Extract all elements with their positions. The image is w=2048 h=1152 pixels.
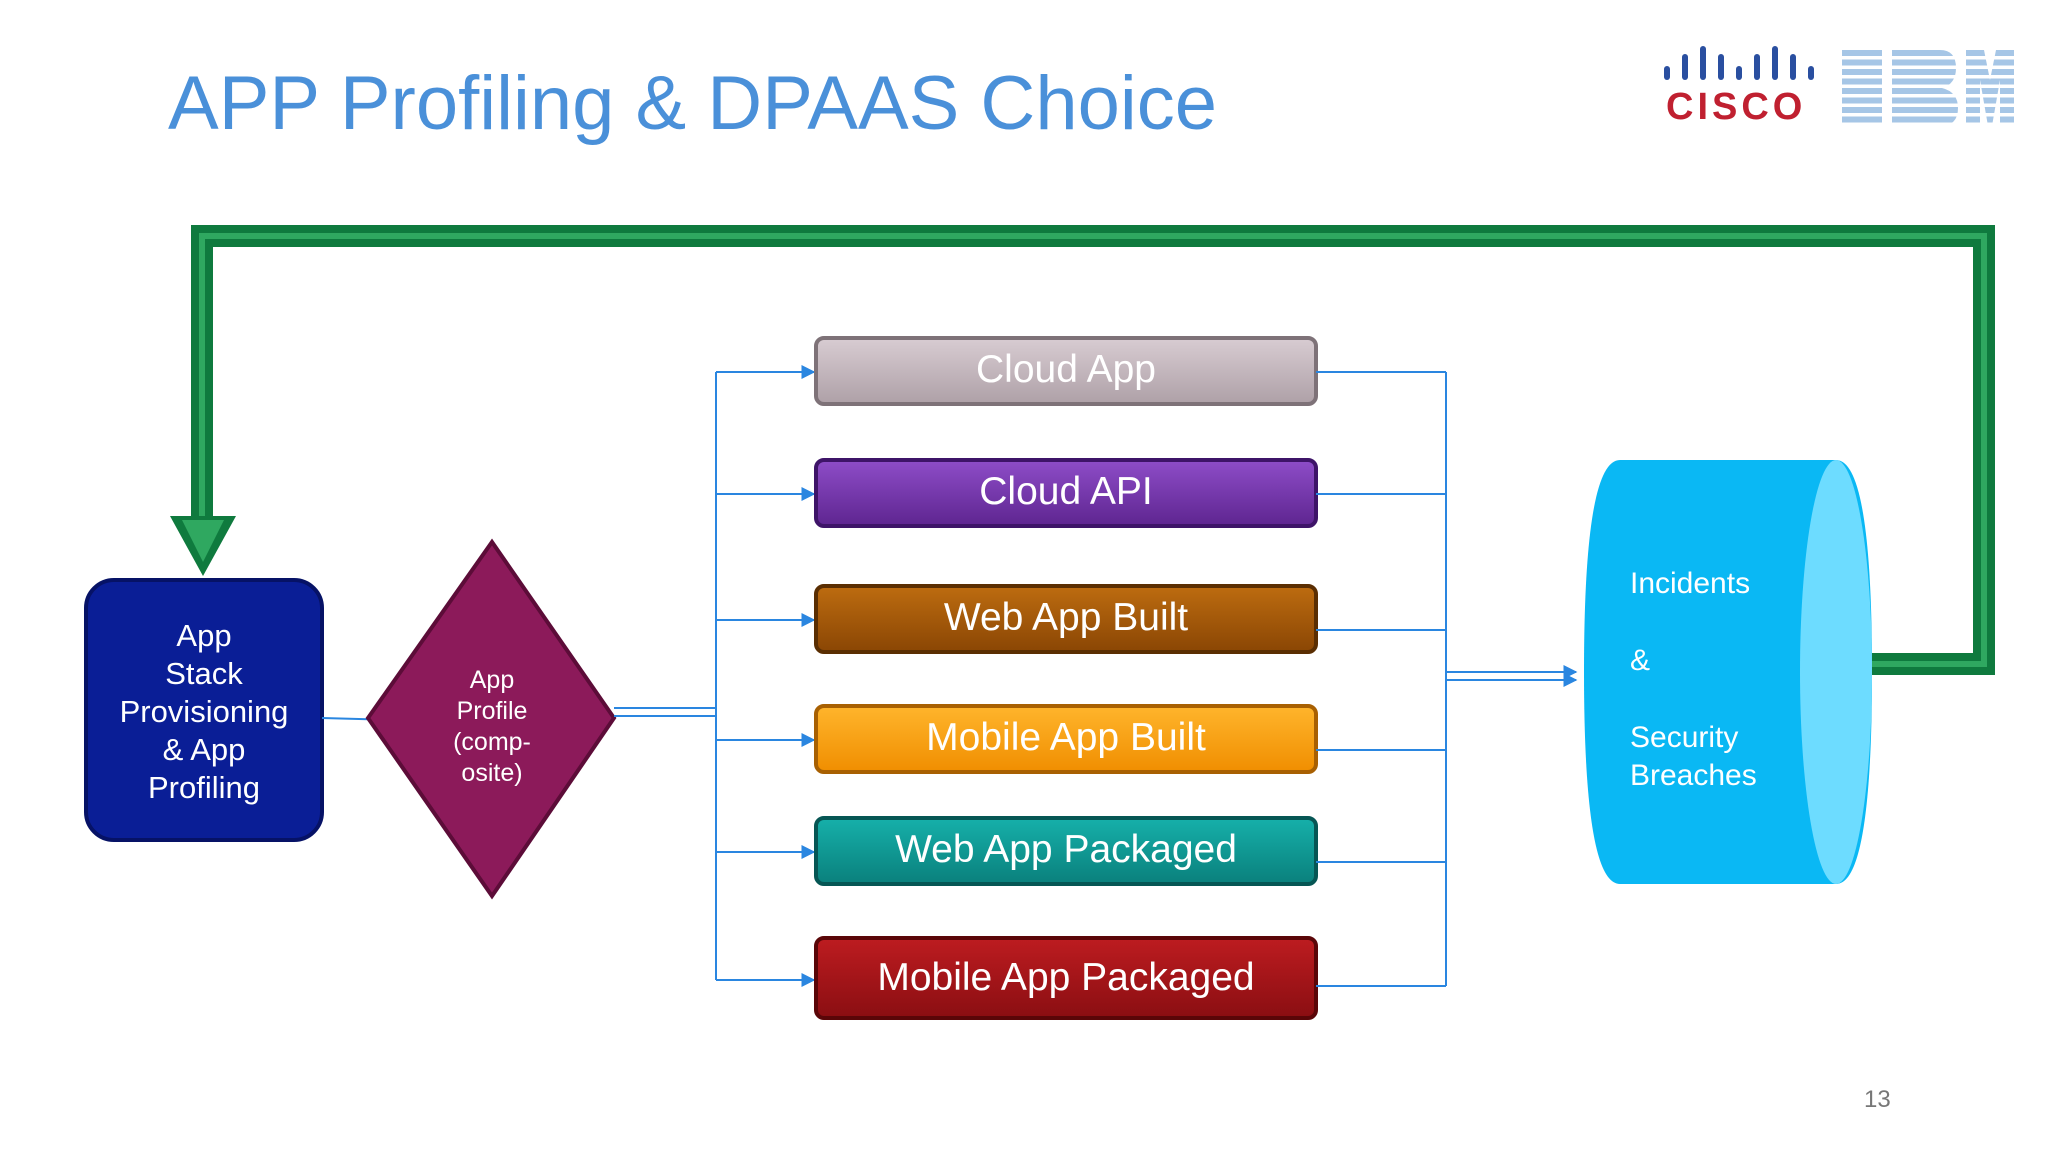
incidents-cylinder (1584, 460, 1872, 884)
option-box-web-app-built (814, 584, 1318, 654)
provisioning-line-5: Profiling (148, 770, 260, 805)
sink-label-breaches: Breaches (1630, 759, 1757, 792)
sink-label-ampersand: & (1630, 644, 1651, 677)
provisioning-line-1: App (176, 618, 232, 653)
app-profile-diamond (365, 538, 617, 900)
option-label-cloud-api: Cloud API (979, 470, 1153, 513)
app-profile-line-1: App (469, 666, 515, 694)
logo-group: CISCO (1658, 44, 2018, 134)
app-profile-label: App Profile (comp- osite) (402, 652, 582, 802)
option-label-mobile-app-built: Mobile App Built (926, 716, 1206, 759)
fan-out-connectors (614, 365, 816, 987)
app-profile-line-3: (comp- (453, 728, 531, 756)
option-box-mobile-app-built (814, 704, 1318, 774)
cisco-logo (1664, 46, 1814, 80)
app-profile-line-2: Profile (456, 697, 528, 725)
option-box-mobile-app-packaged (814, 936, 1318, 1020)
sink-label-incidents: Incidents (1630, 567, 1751, 600)
page-number: 13 (1864, 1086, 1891, 1113)
cisco-wordmark: CISCO (1666, 86, 1807, 128)
app-profile-line-4: osite) (461, 759, 523, 787)
provisioning-label: App Stack Provisioning & App Profiling (86, 608, 322, 816)
ibm-logo (1842, 50, 2014, 126)
provisioning-line-3: Provisioning (119, 694, 289, 729)
slide-title: APP Profiling & DPAAS Choice (168, 61, 1218, 146)
provisioning-box (84, 578, 324, 842)
feedback-loop-arrow (170, 225, 1995, 675)
option-label-web-app-built: Web App Built (943, 596, 1189, 639)
option-label-web-app-packaged: Web App Packaged (895, 828, 1237, 871)
option-label-mobile-app-packaged: Mobile App Packaged (877, 956, 1255, 999)
option-box-web-app-packaged (814, 816, 1318, 886)
fan-in-connectors (1316, 371, 1578, 987)
option-boxes (814, 336, 1318, 1020)
provisioning-line-4: & App (162, 732, 246, 767)
option-label-cloud-app: Cloud App (976, 348, 1156, 391)
provisioning-line-2: Stack (165, 656, 243, 691)
sink-label-security: Security (1630, 721, 1739, 754)
